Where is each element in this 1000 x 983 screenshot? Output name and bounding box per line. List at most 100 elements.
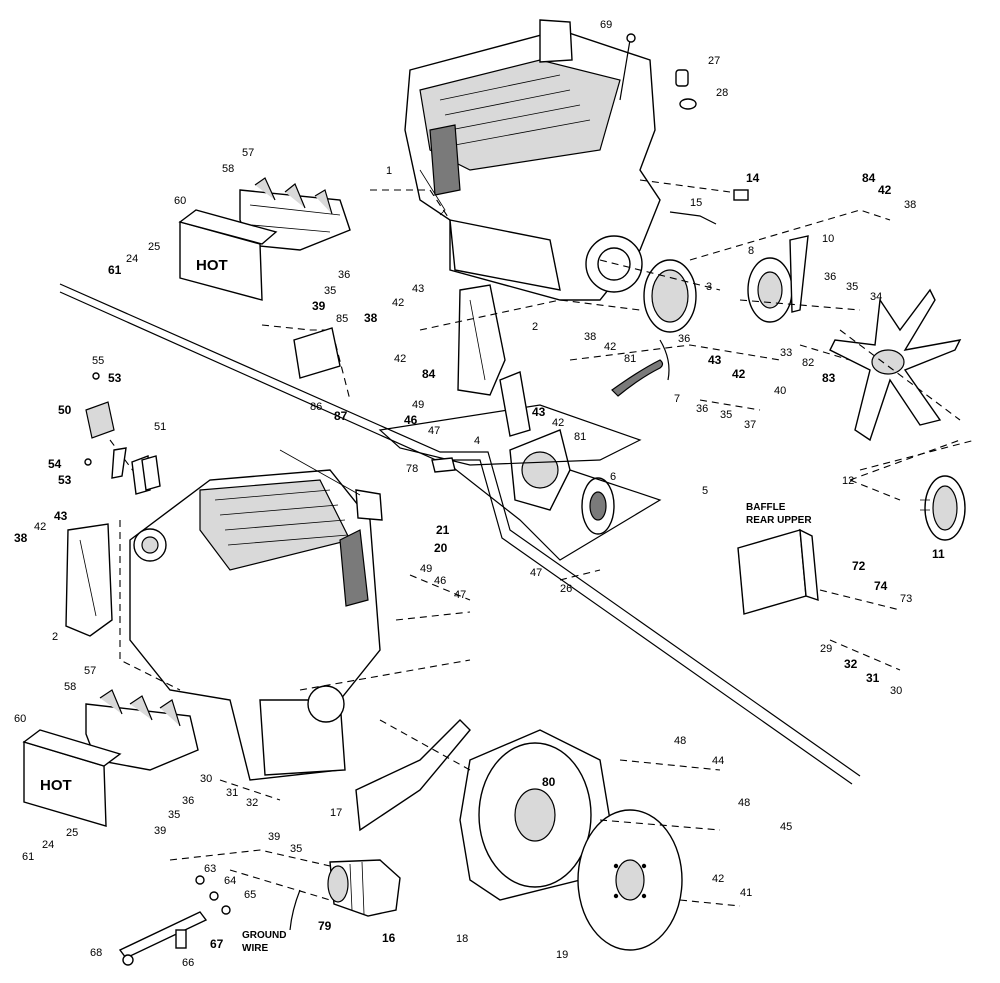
callout-33: 33 xyxy=(780,347,792,359)
baffle-label: BAFFLE REAR UPPER xyxy=(746,502,812,526)
callout-81: 81 xyxy=(574,431,586,443)
callout-87: 87 xyxy=(334,409,348,423)
hot-label-bottom: HOT xyxy=(40,777,72,794)
callout-2: 2 xyxy=(52,631,58,643)
callout-35: 35 xyxy=(846,281,858,293)
engine-bracket-bottom xyxy=(65,523,113,637)
callout-42: 42 xyxy=(878,183,892,197)
callout-39: 39 xyxy=(268,831,280,843)
callout-32: 32 xyxy=(246,797,258,809)
heat-shield-bottom: HOT xyxy=(22,729,122,827)
heat-shield-top: HOT xyxy=(178,209,278,301)
callout-43: 43 xyxy=(412,283,424,295)
callout-44: 44 xyxy=(712,755,724,767)
callout-74: 74 xyxy=(874,579,888,593)
callout-40: 40 xyxy=(774,385,786,397)
callout-57: 57 xyxy=(84,665,96,677)
callout-17: 17 xyxy=(330,807,342,819)
callout-53: 53 xyxy=(108,371,122,385)
callout-19: 19 xyxy=(556,949,568,961)
callout-28: 28 xyxy=(716,87,728,99)
callout-3: 3 xyxy=(706,281,712,293)
callout-38: 38 xyxy=(584,331,596,343)
callout-81: 81 xyxy=(624,353,636,365)
callout-25: 25 xyxy=(148,241,160,253)
callout-6: 6 xyxy=(610,471,616,483)
callout-72: 72 xyxy=(852,559,866,573)
callout-68: 68 xyxy=(90,947,102,959)
callout-36: 36 xyxy=(338,269,350,281)
callout-65: 65 xyxy=(244,889,256,901)
callout-36: 36 xyxy=(824,271,836,283)
callout-82: 82 xyxy=(802,357,814,369)
callout-4: 4 xyxy=(474,435,480,447)
callout-78: 78 xyxy=(406,463,418,475)
callout-55: 55 xyxy=(92,355,104,367)
leader-lines-bottom xyxy=(119,520,901,907)
callout-42: 42 xyxy=(392,297,404,309)
callout-12: 12 xyxy=(842,475,854,487)
callout-36: 36 xyxy=(696,403,708,415)
callout-35: 35 xyxy=(290,843,302,855)
callout-66: 66 xyxy=(182,957,194,969)
callout-61: 61 xyxy=(108,263,122,277)
callout-16: 16 xyxy=(382,931,396,945)
callout-5: 5 xyxy=(702,485,708,497)
callout-42: 42 xyxy=(552,417,564,429)
callout-42: 42 xyxy=(712,873,724,885)
callout-43: 43 xyxy=(708,353,722,367)
callout-51: 51 xyxy=(154,421,166,433)
callout-60: 60 xyxy=(14,713,26,725)
callout-32: 32 xyxy=(844,657,858,671)
callout-48: 48 xyxy=(674,735,686,747)
engine-assembly-bottom xyxy=(129,449,383,781)
callout-31: 31 xyxy=(866,671,880,685)
callout-69: 69 xyxy=(600,19,612,31)
callout-21: 21 xyxy=(436,523,450,537)
callout-49: 49 xyxy=(412,399,424,411)
ground-wire-label-line2: WIRE xyxy=(242,943,268,954)
dipstick-and-sensors xyxy=(619,33,697,110)
callout-15: 15 xyxy=(690,197,702,209)
callout-38: 38 xyxy=(364,311,378,325)
callout-42: 42 xyxy=(604,341,616,353)
engine-assembly-top xyxy=(404,19,661,301)
callout-20: 20 xyxy=(434,541,448,555)
callout-1: 1 xyxy=(386,165,392,177)
callout-36: 36 xyxy=(182,795,194,807)
callout-85: 85 xyxy=(336,313,348,325)
callout-60: 60 xyxy=(174,195,186,207)
belt-7 xyxy=(611,339,670,397)
callout-35: 35 xyxy=(168,809,180,821)
callout-43: 43 xyxy=(532,405,546,419)
callout-48: 48 xyxy=(738,797,750,809)
callout-14: 14 xyxy=(746,171,760,185)
ground-wire-label-line1: GROUND xyxy=(242,930,286,941)
callout-30: 30 xyxy=(890,685,902,697)
pulleys-top xyxy=(643,235,809,333)
callout-58: 58 xyxy=(64,681,76,693)
callout-45: 45 xyxy=(780,821,792,833)
callout-42: 42 xyxy=(732,367,746,381)
callout-31: 31 xyxy=(226,787,238,799)
starter-motor xyxy=(289,859,401,931)
callout-38: 38 xyxy=(904,199,916,211)
flywheel-housing xyxy=(355,719,611,901)
callout-24: 24 xyxy=(126,253,138,265)
fan-assembly xyxy=(829,288,976,541)
wire-terminal-parts xyxy=(118,875,231,966)
callout-67: 67 xyxy=(210,937,224,951)
callout-49: 49 xyxy=(420,563,432,575)
hot-label-top: HOT xyxy=(196,257,228,274)
callout-2: 2 xyxy=(532,321,538,333)
callout-39: 39 xyxy=(312,299,326,313)
callout-34: 34 xyxy=(870,291,882,303)
callout-11: 11 xyxy=(932,547,945,561)
callout-8: 8 xyxy=(748,245,754,257)
callout-18: 18 xyxy=(456,933,468,945)
callout-37: 37 xyxy=(744,419,756,431)
callout-35: 35 xyxy=(720,409,732,421)
callout-57: 57 xyxy=(242,147,254,159)
callout-47: 47 xyxy=(428,425,440,437)
callout-61: 61 xyxy=(22,851,34,863)
